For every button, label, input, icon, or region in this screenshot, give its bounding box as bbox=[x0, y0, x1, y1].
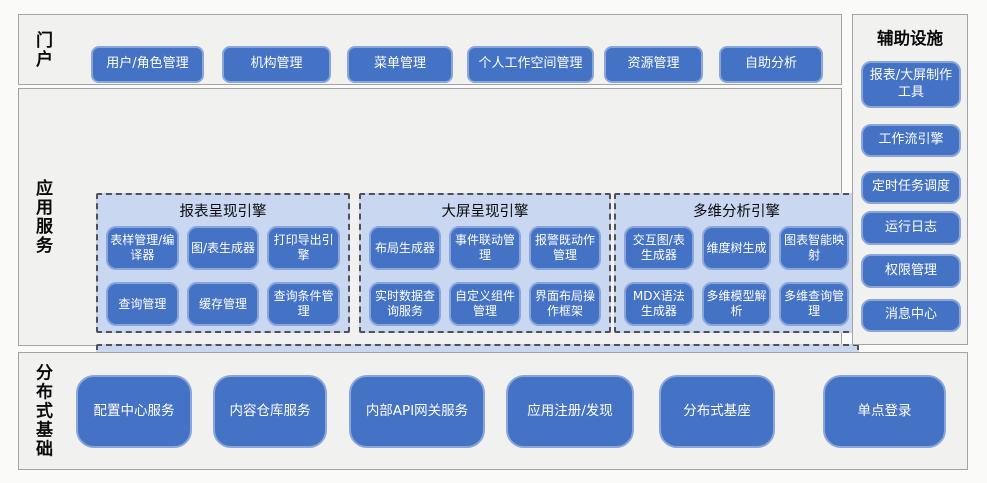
bigscreen-rendering-engine-grid: 布局生成器 事件联动管理 报警既动作管理 实时数据查询服务 自定义组件管理 界面… bbox=[361, 221, 609, 326]
portal-button-resource-mgmt[interactable]: 资源管理 bbox=[604, 46, 703, 83]
button-permission-mgmt[interactable]: 权限管理 bbox=[861, 254, 961, 288]
button-query-mgmt[interactable]: 查询管理 bbox=[106, 282, 179, 326]
distributed-foundation-section: 分布式基础 配置中心服务 内容仓库服务 内部API网关服务 应用注册/发现 分布… bbox=[18, 352, 968, 470]
button-distributed-base[interactable]: 分布式基座 bbox=[659, 375, 775, 448]
button-realtime-data-query-service[interactable]: 实时数据查询服务 bbox=[369, 282, 441, 326]
bigscreen-rendering-engine-panel: 大屏呈现引擎 布局生成器 事件联动管理 报警既动作管理 实时数据查询服务 自定义… bbox=[359, 193, 611, 333]
button-custom-component-mgmt[interactable]: 自定义组件管理 bbox=[449, 282, 521, 326]
multidim-analysis-engine-grid: 交互图/表生成器 维度树生成 图表智能映射 MDX语法生成器 多维模型解析 多维… bbox=[616, 221, 857, 326]
auxiliary-facilities-section: 辅助设施 报表/大屏制作工具 工作流引擎 定时任务调度 运行日志 权限管理 消息… bbox=[852, 14, 968, 345]
button-run-logs[interactable]: 运行日志 bbox=[861, 211, 961, 245]
button-report-template-mgmt-compiler[interactable]: 表样管理/编译器 bbox=[106, 226, 179, 270]
button-ui-layout-framework[interactable]: 界面布局操作框架 bbox=[529, 282, 601, 326]
button-layout-generator[interactable]: 布局生成器 bbox=[369, 226, 441, 270]
button-chart-table-generator[interactable]: 图/表生成器 bbox=[186, 226, 260, 270]
button-config-center-service[interactable]: 配置中心服务 bbox=[76, 375, 192, 448]
app-services-section: 应用服务 报表呈现引擎 表样管理/编译器 图/表生成器 打印导出引擎 查询管理 … bbox=[18, 88, 859, 429]
button-cache-mgmt[interactable]: 缓存管理 bbox=[186, 282, 260, 326]
portal-button-user-role-mgmt[interactable]: 用户/角色管理 bbox=[91, 46, 204, 83]
portal-button-menu-mgmt[interactable]: 菜单管理 bbox=[347, 46, 453, 83]
portal-button-personal-workspace-mgmt[interactable]: 个人工作空间管理 bbox=[467, 46, 594, 83]
report-rendering-engine-panel: 报表呈现引擎 表样管理/编译器 图/表生成器 打印导出引擎 查询管理 缓存管理 … bbox=[96, 193, 350, 333]
button-event-linkage-mgmt[interactable]: 事件联动管理 bbox=[449, 226, 521, 270]
button-multidim-query-mgmt[interactable]: 多维查询管理 bbox=[779, 282, 849, 326]
portal-button-org-mgmt[interactable]: 机构管理 bbox=[222, 46, 331, 83]
report-rendering-engine-title: 报表呈现引擎 bbox=[179, 204, 267, 220]
portal-section: 门户 用户/角色管理 机构管理 菜单管理 个人工作空间管理 资源管理 自助分析 bbox=[18, 14, 842, 85]
distributed-foundation-label: 分布式基础 bbox=[32, 363, 52, 459]
button-report-screen-authoring-tool[interactable]: 报表/大屏制作工具 bbox=[861, 61, 961, 108]
button-dimension-tree-generation[interactable]: 维度树生成 bbox=[701, 226, 772, 270]
button-workflow-engine[interactable]: 工作流引擎 bbox=[861, 124, 961, 157]
button-query-condition-mgmt[interactable]: 查询条件管理 bbox=[267, 282, 340, 326]
bigscreen-rendering-engine-title: 大屏呈现引擎 bbox=[441, 204, 529, 220]
button-scheduled-task-scheduling[interactable]: 定时任务调度 bbox=[861, 171, 961, 204]
button-alarm-action-mgmt[interactable]: 报警既动作管理 bbox=[529, 226, 601, 270]
portal-section-label: 门户 bbox=[32, 30, 52, 69]
button-mdx-syntax-generator[interactable]: MDX语法生成器 bbox=[624, 282, 694, 326]
button-single-sign-on[interactable]: 单点登录 bbox=[823, 375, 946, 448]
auxiliary-facilities-title: 辅助设施 bbox=[877, 29, 943, 48]
app-services-section-label: 应用服务 bbox=[32, 179, 52, 255]
multidim-analysis-engine-title: 多维分析引擎 bbox=[693, 204, 780, 220]
button-print-export-engine[interactable]: 打印导出引擎 bbox=[267, 226, 340, 270]
button-interactive-chart-generator[interactable]: 交互图/表生成器 bbox=[624, 226, 694, 270]
button-content-repo-service[interactable]: 内容仓库服务 bbox=[213, 375, 327, 448]
button-internal-api-gateway-service[interactable]: 内部API网关服务 bbox=[349, 375, 485, 448]
report-rendering-engine-grid: 表样管理/编译器 图/表生成器 打印导出引擎 查询管理 缓存管理 查询条件管理 bbox=[98, 221, 348, 326]
button-multidim-model-parsing[interactable]: 多维模型解析 bbox=[701, 282, 772, 326]
portal-button-self-service-analysis[interactable]: 自助分析 bbox=[719, 46, 823, 83]
multidim-analysis-engine-panel: 多维分析引擎 交互图/表生成器 维度树生成 图表智能映射 MDX语法生成器 多维… bbox=[614, 193, 859, 333]
button-app-register-discovery[interactable]: 应用注册/发现 bbox=[506, 375, 634, 448]
button-message-center[interactable]: 消息中心 bbox=[861, 299, 961, 332]
button-chart-smart-mapping[interactable]: 图表智能映射 bbox=[779, 226, 849, 270]
